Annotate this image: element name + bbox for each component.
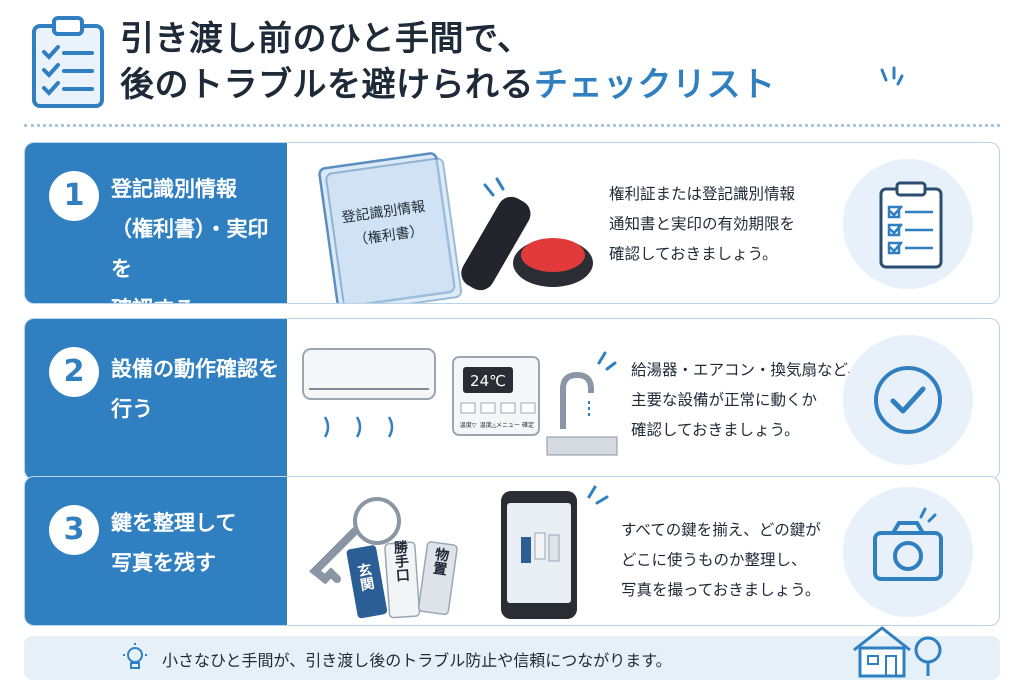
lightbulb-icon xyxy=(123,643,147,669)
item-illustration: 玄関 勝手口 物置 xyxy=(295,477,625,625)
item-title: 登記識別情報 （権利書）・実印を 確認する xyxy=(111,177,269,303)
check-circle-icon xyxy=(874,366,942,434)
keys-icon: 玄関 勝手口 物置 xyxy=(309,497,458,619)
thermostat-button-1: 温度▽ xyxy=(460,421,477,429)
item-title: 設備の動作確認を 行う xyxy=(111,357,279,421)
document-icon xyxy=(318,152,463,303)
thermostat-button-4: 確定 xyxy=(522,421,534,429)
keys-phone-illustration: 玄関 勝手口 物置 xyxy=(309,485,609,619)
item-description: 権利証または登記識別情報 通知書と実印の有効期限を 確認しておきましょう。 xyxy=(609,185,796,263)
header: 引き渡し前のひと手間で、 後のトラブルを避けられるチェックリスト xyxy=(0,0,1024,120)
thermostat-temp: 24℃ xyxy=(470,372,506,390)
thermostat-button-2: 温度△ xyxy=(480,421,497,429)
clipboard-check-icon xyxy=(879,181,943,269)
faucet-icon xyxy=(546,351,618,456)
key-tag-3: 物置 xyxy=(430,546,450,578)
item-badge xyxy=(843,487,973,617)
item-label-panel: 3 鍵を整理して 写真を残す xyxy=(25,477,287,625)
sparkle-icon xyxy=(880,66,904,86)
smartphone-icon xyxy=(501,485,609,619)
document-seal-illustration: 登記識別情報 （権利書） xyxy=(318,152,593,303)
key-tag-2: 勝手口 xyxy=(391,539,410,583)
title-line-2-text: 後のトラブルを避けられる xyxy=(120,65,534,105)
camera-icon xyxy=(873,507,943,581)
item-number: 1 xyxy=(49,171,99,221)
title-line-2: 後のトラブルを避けられるチェックリスト xyxy=(120,62,776,108)
divider xyxy=(24,124,1000,127)
item-badge xyxy=(843,335,973,465)
equipment-illustration: 24℃ 温度▽ 温度△ メニュー 確定 xyxy=(302,348,618,456)
water-heater-panel-icon: 24℃ 温度▽ 温度△ メニュー 確定 xyxy=(452,356,540,436)
item-badge xyxy=(843,159,973,289)
key-tag-1: 玄関 xyxy=(355,561,376,593)
page-title: 引き渡し前のひと手間で、 後のトラブルを避けられるチェックリスト xyxy=(120,16,776,108)
title-line-1: 引き渡し前のひと手間で、 xyxy=(120,19,532,59)
item-label-panel: 1 登記識別情報 （権利書）・実印を 確認する xyxy=(25,143,287,303)
air-conditioner-icon xyxy=(302,348,436,438)
clipboard-checklist-icon xyxy=(32,16,104,108)
footer-banner: 小さなひと手間が、引き渡し後のトラブル防止や信頼につながります。 xyxy=(24,626,1000,680)
item-description: すべての鍵を揃え、どの鍵が どこに使うものか整理し、 写真を撮っておきましょう。 xyxy=(621,521,821,599)
title-accent: チェックリスト xyxy=(534,65,776,105)
house-icon xyxy=(853,626,942,678)
item-illustration: 登記識別情報 （権利書） xyxy=(295,143,625,303)
footer-text: 小さなひと手間が、引き渡し後のトラブル防止や信頼につながります。 xyxy=(162,651,672,670)
checklist-item-1: 1 登記識別情報 （権利書）・実印を 確認する 登記識別情報 （権利書） 権利証… xyxy=(24,142,1000,304)
item-number: 2 xyxy=(49,347,99,397)
item-title: 鍵を整理して 写真を残す xyxy=(111,511,237,575)
seal-stamp-icon xyxy=(461,196,593,291)
checklist-item-3: 3 鍵を整理して 写真を残す 玄関 勝手口 物置 xyxy=(24,476,1000,626)
item-number: 3 xyxy=(49,505,99,555)
item-illustration: 24℃ 温度▽ 温度△ メニュー 確定 xyxy=(295,319,625,479)
thermostat-button-3: メニュー xyxy=(496,422,520,429)
item-label-panel: 2 設備の動作確認を 行う xyxy=(25,319,287,479)
item-description: 給湯器・エアコン・換気扇など、 主要な設備が正常に動くか 確認しておきましょう。 xyxy=(631,361,863,439)
checklist-item-2: 2 設備の動作確認を 行う 24℃ 温度▽ 温度△ メニュー 確定 xyxy=(24,318,1000,480)
